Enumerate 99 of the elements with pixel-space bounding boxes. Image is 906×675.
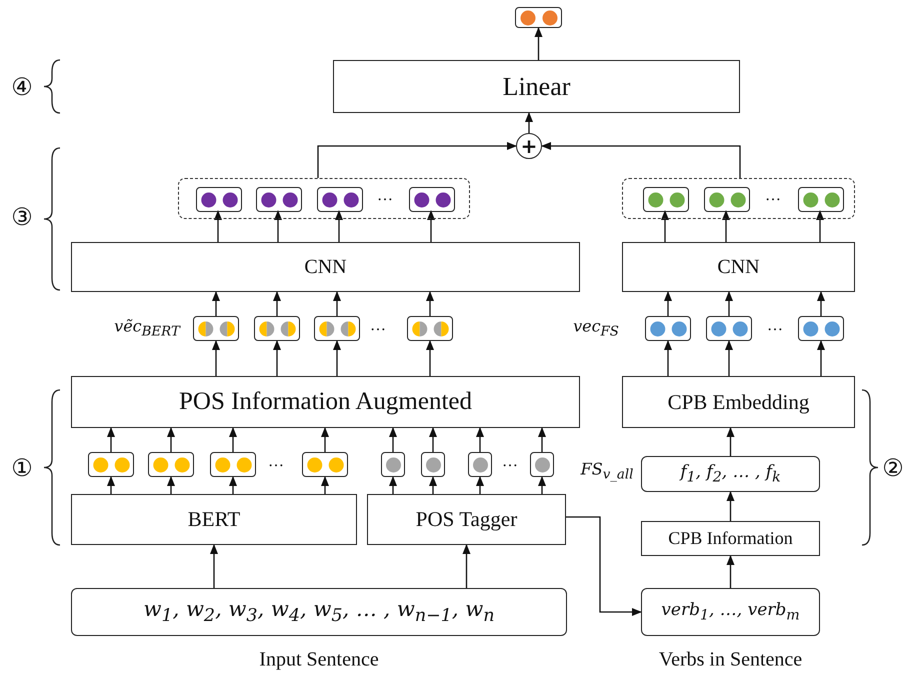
arrow [214,210,222,242]
process-box: CNN [622,242,855,292]
token-vector [409,187,455,212]
arrow [273,291,281,316]
process-box: CNN [71,242,580,292]
token-vector [381,452,405,477]
arrow [566,516,642,616]
arrow [426,340,434,376]
arrow [229,476,237,494]
token-vector [254,316,300,341]
circled-number: ① [11,454,33,482]
circled-number: ② [882,454,904,482]
arrow [107,476,115,494]
arrow [726,427,734,456]
token-vector [148,452,194,477]
caption-text: Input Sentence [259,648,379,672]
output-group [178,178,470,219]
arrow [726,555,734,588]
arrow [661,210,669,242]
token-vector [645,316,691,341]
arrow [541,142,741,178]
sum-node: + [516,133,542,159]
token-vector [317,187,363,212]
ellipsis: … [765,187,781,205]
arrow [817,291,825,316]
arrow [321,427,329,452]
vector-label: FS$_{v_all}$ [580,459,634,483]
vector-label: vec$_{FS}$ [573,316,619,340]
token-vector [88,452,134,477]
ellipsis: … [502,453,518,471]
token-vector [193,316,239,341]
arrow [534,27,542,60]
arrow [725,340,733,376]
arrow [167,427,175,452]
output-group [622,178,855,219]
ellipsis: … [767,317,783,335]
process-box: BERT [71,494,357,545]
arrow [726,491,734,521]
arrow [210,544,218,588]
process-box: Linear [333,60,740,113]
arrow [321,476,329,494]
arrow [317,142,517,178]
arrow [426,291,434,316]
arrow [462,544,470,588]
arrow [538,427,546,452]
input-box: w$_{1}$, w$_{2}$, w$_{3}$, w$_{4}$, w$_{5}$, … , w$_{n−1}$, w$_{n}$ [71,588,567,636]
token-vector [421,452,445,477]
arrow [333,340,341,376]
token-vector [643,187,689,212]
process-box: POS Information Augmented [71,376,580,428]
arrow [429,476,437,494]
arrow [525,112,533,133]
arrow [167,476,175,494]
token-vector [706,316,752,341]
token-vector [704,187,750,212]
arrow [816,210,824,242]
input-box: verb$_{1}$, …, verb$_{m}$ [641,588,820,636]
circled-number: ③ [11,203,33,231]
token-vector [302,452,348,477]
arrow [817,340,825,376]
token-vector [256,187,302,212]
arrow [664,340,672,376]
ellipsis: … [377,187,393,205]
arrow [274,210,282,242]
process-box: CPB Information [641,521,820,556]
arrow [664,291,672,316]
input-box: f$_{1}$, f$_{2}$, … , f$_{k}$ [641,456,820,492]
process-box: POS Tagger [367,494,566,545]
arrow [427,210,435,242]
arrow [107,427,115,452]
arrow [389,427,397,452]
token-vector [798,316,844,341]
arrow [335,210,343,242]
token-vector [314,316,360,341]
circled-number: ④ [11,73,33,101]
arrow [229,427,237,452]
token-vector [515,7,562,28]
caption-text: Verbs in Sentence [658,648,802,672]
arrow [273,340,281,376]
token-vector [798,187,844,212]
token-vector [530,452,554,477]
token-vector [196,187,242,212]
arrow [476,476,484,494]
arrow [429,427,437,452]
token-vector [407,316,453,341]
arrow [476,427,484,452]
ellipsis: … [268,453,284,471]
arrow [725,291,733,316]
arrow [212,291,220,316]
arrow [722,210,730,242]
arrow [333,291,341,316]
token-vector [468,452,492,477]
process-box: CPB Embedding [622,376,855,428]
arrow [538,476,546,494]
arrow [389,476,397,494]
vector-label: vẽc$_{BERT}$ [114,316,180,340]
token-vector [210,452,256,477]
ellipsis: … [370,317,386,335]
arrow [212,340,220,376]
